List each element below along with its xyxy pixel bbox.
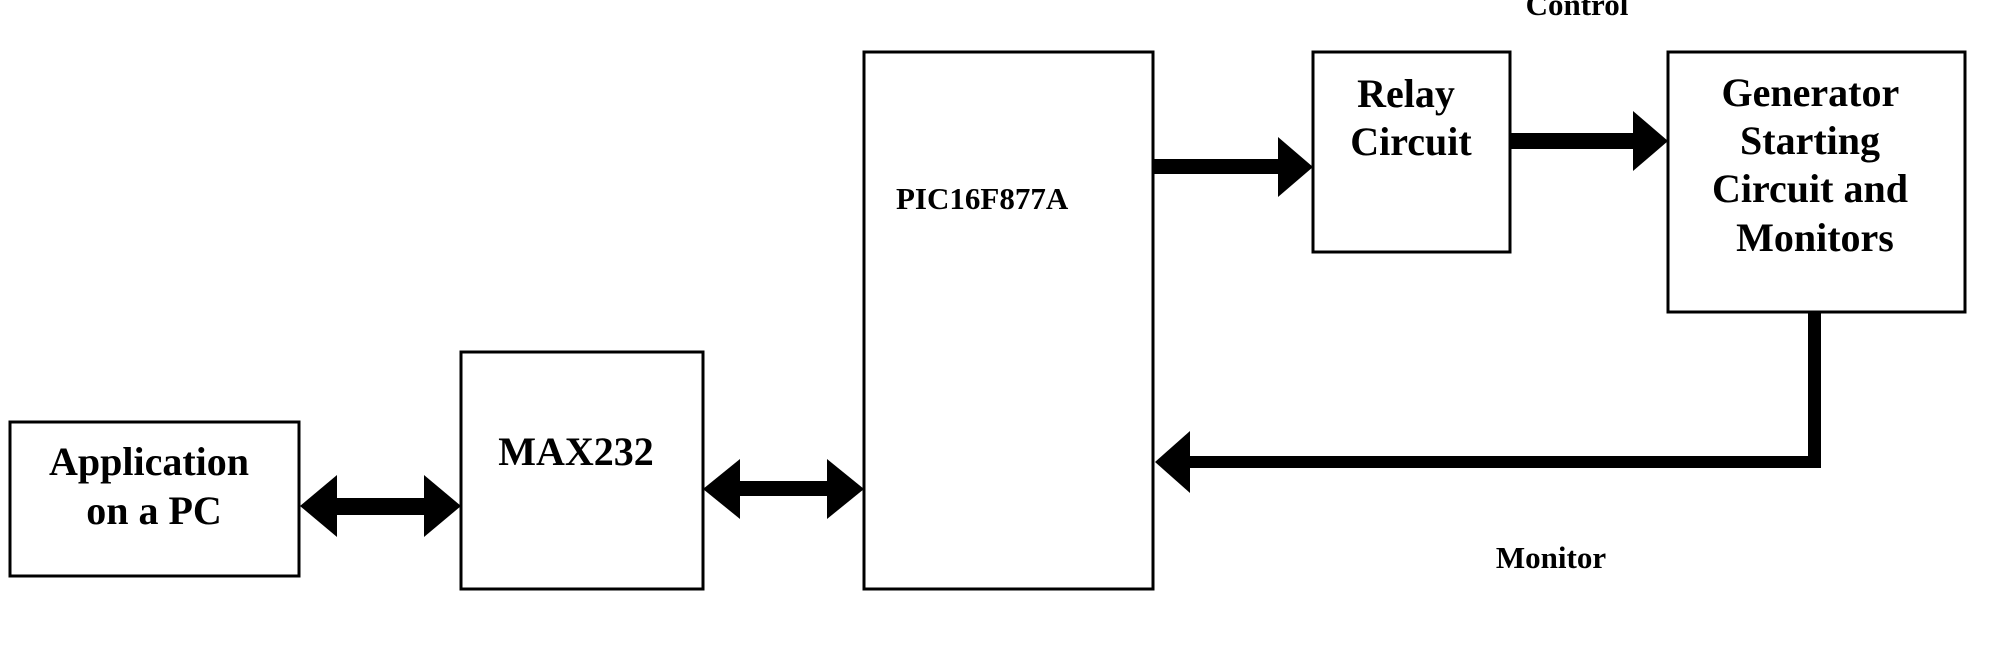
relay-generator-arrow [1510, 111, 1668, 171]
pic-block [862, 50, 1155, 591]
relay-block-label: Relay Circuit [1350, 71, 1472, 164]
application-block-label: Application on a PC [49, 439, 259, 533]
max232-pic-arrow [703, 459, 864, 519]
monitor-label: Monitor [1496, 540, 1606, 575]
control-label: Control [1526, 0, 1629, 22]
relay-block [1311, 50, 1512, 254]
pic-relay-arrow [1153, 137, 1313, 197]
monitor-feedback-arrow [1155, 312, 1821, 493]
generator-block-label: Generator Starting Circuit and Monitors [1712, 70, 1918, 260]
application-block [8, 420, 301, 578]
max232-block [459, 350, 705, 591]
max232-block-label: MAX232 [498, 429, 654, 474]
application-max232-arrow [300, 475, 461, 537]
pic-block-label: PIC16F877A [896, 181, 1069, 216]
